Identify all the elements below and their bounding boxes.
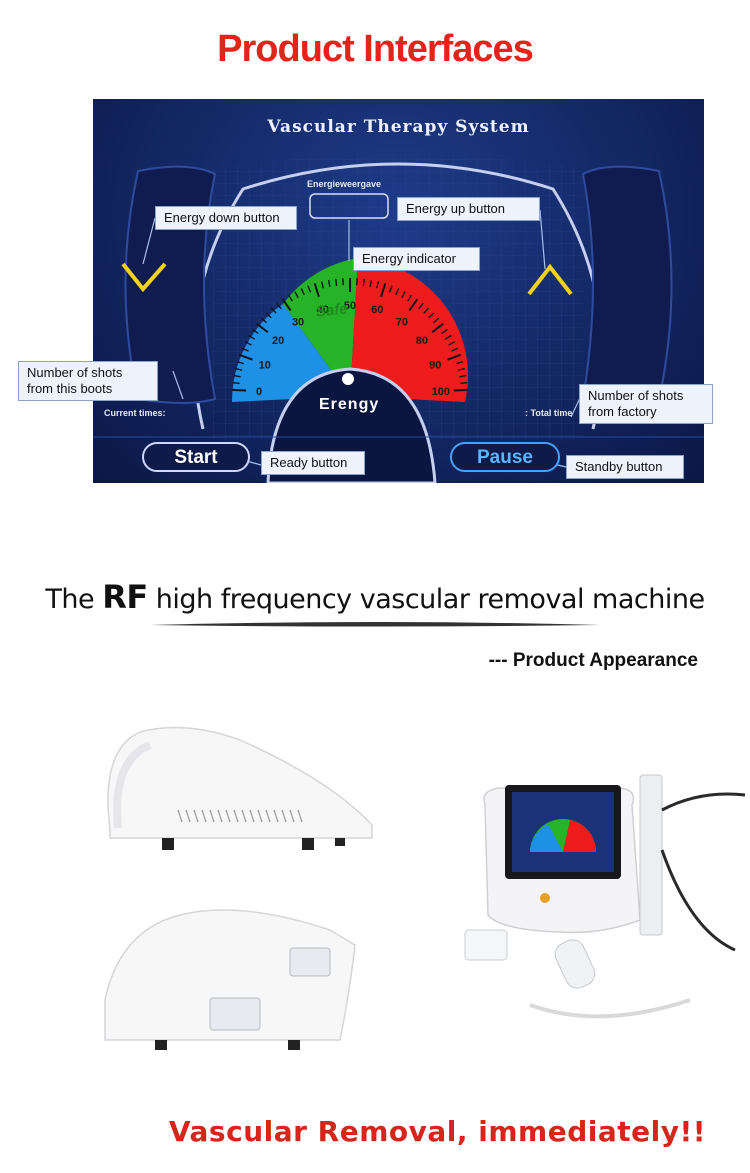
callout-shots-boots: Number of shots from this boots bbox=[18, 361, 158, 401]
gauge-tick bbox=[453, 388, 468, 392]
gauge-tick-label: 70 bbox=[396, 316, 408, 328]
callout-energy-indicator: Energy indicator bbox=[353, 247, 480, 271]
gauge-tick bbox=[294, 291, 299, 299]
gauge-tick bbox=[369, 279, 373, 287]
gauge-tick bbox=[260, 317, 268, 324]
callout-energy-up: Energy up button bbox=[397, 197, 540, 221]
page-title: Product Interfaces bbox=[217, 28, 534, 70]
gauge-tick-label: 10 bbox=[259, 359, 271, 371]
footer-slogan: Vascular Removal, immediately!! bbox=[168, 1115, 706, 1148]
gauge-tick-label: 40 bbox=[317, 304, 329, 316]
gauge-tick-label: 30 bbox=[292, 316, 304, 328]
gauge-tick bbox=[455, 360, 464, 365]
callout-ready: Ready button bbox=[261, 451, 365, 475]
gauge-tick-label: 20 bbox=[272, 335, 284, 347]
machine-back-view bbox=[104, 909, 356, 1050]
total-times-label: : Total time bbox=[525, 408, 573, 418]
gauge-tick bbox=[239, 353, 253, 361]
energy-display-label: Energieweergave bbox=[307, 179, 382, 189]
callout-standby: Standby button bbox=[566, 455, 684, 479]
gauge-tick-label: 80 bbox=[416, 335, 428, 347]
safe-label: Safe bbox=[315, 300, 349, 321]
gauge-tick-label: 0 bbox=[256, 386, 262, 398]
gauge-tick bbox=[457, 367, 465, 371]
gauge-tick bbox=[459, 374, 467, 378]
gauge-tick bbox=[244, 341, 252, 346]
gauge-tick bbox=[335, 278, 338, 286]
gauge-tick bbox=[362, 278, 365, 286]
machine-side-view bbox=[107, 726, 373, 850]
chevron-up-icon[interactable] bbox=[527, 263, 573, 296]
gauge-tick bbox=[232, 388, 247, 392]
gauge-tick bbox=[448, 341, 456, 346]
gauge-tick bbox=[431, 322, 444, 334]
product-photos bbox=[104, 726, 746, 1050]
gauge-tick bbox=[252, 328, 259, 334]
gauge-tick bbox=[407, 294, 412, 302]
gauge-tick bbox=[447, 353, 461, 361]
gauge-tick-label: 60 bbox=[371, 304, 383, 316]
chevron-down-icon[interactable] bbox=[121, 262, 167, 293]
right-paddle[interactable] bbox=[581, 165, 673, 404]
start-button[interactable]: Start bbox=[142, 442, 250, 472]
title-underline bbox=[150, 622, 600, 627]
gauge-tick bbox=[460, 381, 468, 385]
gauge-tick bbox=[418, 302, 424, 310]
gauge-tick bbox=[320, 281, 324, 289]
gauge-tick bbox=[380, 283, 387, 298]
rf-highlight: RF bbox=[102, 578, 148, 616]
pause-button[interactable]: Pause bbox=[450, 442, 560, 472]
gauge-tick bbox=[300, 288, 305, 296]
gauge-label: Erengy bbox=[319, 396, 380, 413]
gauge-tick bbox=[232, 381, 240, 385]
appearance-title: The RF high frequency vascular removal m… bbox=[45, 578, 705, 616]
callout-energy-down: Energy down button bbox=[155, 206, 297, 230]
gauge-tick bbox=[276, 302, 282, 310]
gauge-tick bbox=[441, 328, 448, 334]
gauge-tick bbox=[236, 360, 245, 365]
gauge-tick bbox=[423, 307, 430, 314]
gauge-tick bbox=[451, 347, 459, 352]
gauge-tick bbox=[444, 334, 452, 340]
gauge-tick bbox=[281, 298, 292, 312]
gauge-tick bbox=[241, 347, 249, 352]
gauge-tick bbox=[428, 312, 435, 319]
gauge-tick bbox=[235, 367, 243, 371]
gauge-tick bbox=[270, 307, 277, 314]
gauge-tick bbox=[401, 291, 406, 299]
gauge-tick bbox=[376, 281, 380, 289]
appearance-subtitle: --- Product Appearance bbox=[488, 650, 698, 671]
gauge-tick bbox=[395, 288, 400, 296]
gauge-tick-label: 90 bbox=[429, 359, 441, 371]
gauge-tick-label: 100 bbox=[432, 386, 450, 398]
gauge-tick bbox=[388, 285, 393, 293]
gauge-tick bbox=[408, 298, 419, 312]
gauge-tick bbox=[288, 294, 293, 302]
gauge-red-sector bbox=[350, 258, 468, 402]
gauge-tick bbox=[327, 279, 331, 287]
machine-front-view bbox=[464, 774, 746, 1019]
gauge-tick bbox=[313, 283, 320, 298]
current-times-label: Current times: bbox=[104, 408, 166, 418]
gauge-green-sector bbox=[283, 258, 358, 396]
gauge-tick-label: 50 bbox=[344, 300, 356, 312]
gauge-tick bbox=[233, 374, 241, 378]
gauge-needle-dot bbox=[342, 373, 354, 385]
gauge-tick bbox=[265, 312, 272, 319]
gauge-tick bbox=[307, 285, 312, 293]
gauge-tick bbox=[256, 322, 269, 334]
gauge-tick bbox=[432, 317, 440, 324]
callout-shots-factory: Number of shots from factory bbox=[579, 384, 713, 424]
energy-display-box bbox=[309, 193, 389, 219]
screen-title: Vascular Therapy System bbox=[267, 117, 530, 137]
gauge-tick bbox=[248, 334, 256, 340]
